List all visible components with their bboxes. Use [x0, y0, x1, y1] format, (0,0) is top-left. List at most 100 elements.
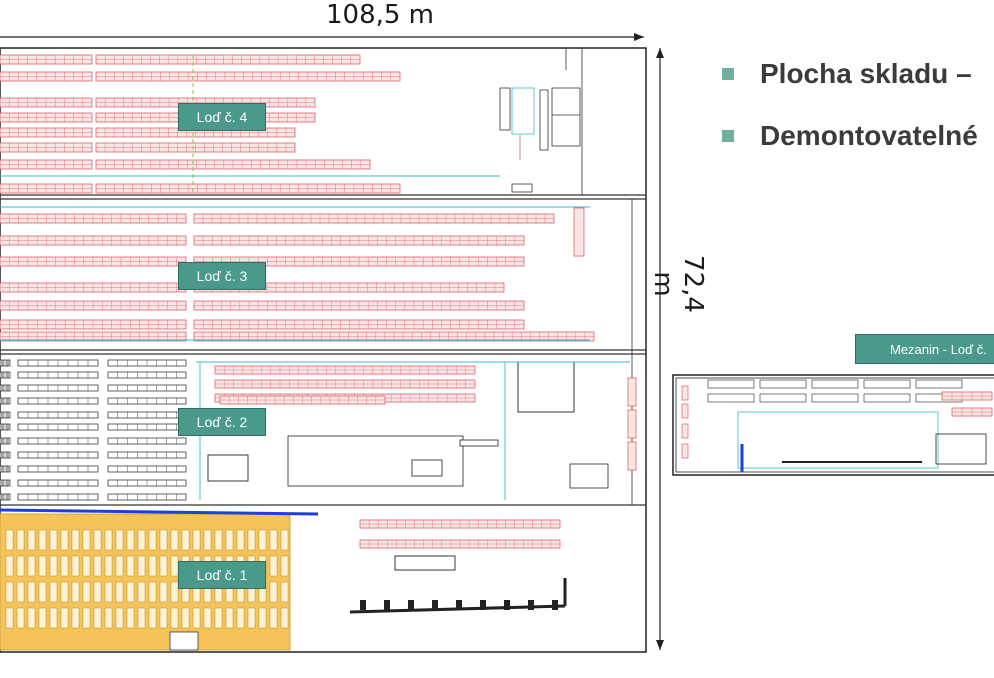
rack-cell: [192, 607, 201, 629]
rack-cell: [170, 555, 179, 577]
rack-cell: [280, 607, 289, 629]
rack-cell: [159, 529, 168, 551]
rack-cell: [93, 607, 102, 629]
hall-label-4: Loď č. 4: [178, 103, 266, 131]
rack-cell: [115, 581, 124, 603]
rack-cell: [236, 607, 245, 629]
rack-cell: [82, 581, 91, 603]
shelf-row: [811, 393, 859, 403]
rack-cell: [115, 607, 124, 629]
racks-hall-3: [0, 213, 595, 342]
rack-cell: [269, 581, 278, 603]
rack-cell: [71, 529, 80, 551]
shelf-row: [707, 393, 755, 403]
rack-cell: [269, 607, 278, 629]
rack-cell: [269, 555, 278, 577]
conveyor-station: [456, 600, 462, 610]
mezzanine-racks: [681, 379, 993, 469]
hall-1-equipment: [0, 513, 567, 651]
rack-cell: [115, 555, 124, 577]
shelf-row: [811, 379, 859, 389]
conveyor-station: [408, 600, 414, 610]
rack-cell: [225, 607, 234, 629]
conveyor-station: [360, 600, 366, 610]
shelf-row: [707, 379, 755, 389]
rack-cell: [38, 555, 47, 577]
hall-label-1: Loď č. 1: [178, 561, 266, 589]
rack-cell: [269, 529, 278, 551]
rack-cell: [49, 529, 58, 551]
rack-cell: [181, 607, 190, 629]
shelf-row: [759, 379, 807, 389]
rack-cell: [27, 581, 36, 603]
rack-cell: [126, 581, 135, 603]
rack-cell: [5, 555, 14, 577]
rack-cell: [16, 555, 25, 577]
rack-cell: [137, 581, 146, 603]
rack-cell: [214, 607, 223, 629]
rack-cell: [170, 607, 179, 629]
rack-cell: [192, 529, 201, 551]
rack-cell: [258, 607, 267, 629]
rack-cell: [247, 607, 256, 629]
rack-cell: [170, 529, 179, 551]
rack-cell: [126, 555, 135, 577]
rack-cell: [148, 581, 157, 603]
rack-cell: [93, 555, 102, 577]
legend-text: Plocha skladu –: [760, 58, 972, 89]
rack-cell: [49, 581, 58, 603]
shelf-row: [863, 379, 911, 389]
rack-cell: [280, 581, 289, 603]
rack-cell: [60, 607, 69, 629]
workstation: [394, 555, 456, 571]
rack-cell: [49, 607, 58, 629]
bullet-square-icon: [722, 130, 734, 142]
rack-cell: [27, 607, 36, 629]
rack-cell: [225, 529, 234, 551]
rack-cell: [38, 581, 47, 603]
conveyor-station: [432, 600, 438, 610]
rack-cell: [60, 529, 69, 551]
rack-cell: [104, 607, 113, 629]
rack-cell: [280, 529, 289, 551]
rack-cell: [181, 529, 190, 551]
mezzanine-label: Mezanin - Loď č.: [855, 334, 994, 364]
shelf-row: [863, 393, 911, 403]
rack-cell: [159, 607, 168, 629]
rack-cell: [16, 607, 25, 629]
rack-cell: [137, 607, 146, 629]
hall-2-equipment: [0, 207, 637, 501]
rack-cell: [38, 607, 47, 629]
rack-cell: [93, 529, 102, 551]
rack-cell: [71, 607, 80, 629]
rack-cell: [126, 529, 135, 551]
rack-row: [681, 403, 689, 419]
equipment-block: [207, 454, 249, 482]
conveyor-station: [528, 600, 534, 610]
pallet-stack: [569, 463, 609, 489]
rack-cell: [115, 529, 124, 551]
rack-cell: [71, 581, 80, 603]
rack-row: [681, 385, 689, 401]
rack-cell: [159, 555, 168, 577]
height-arrow-bottom: [656, 640, 664, 650]
rack-cell: [27, 529, 36, 551]
rack-cell: [137, 529, 146, 551]
rack-cell: [126, 607, 135, 629]
rack-cell: [82, 607, 91, 629]
rack-cell: [148, 529, 157, 551]
rack-cell: [5, 607, 14, 629]
mezzanine-zone: [737, 411, 939, 469]
rack-cell: [104, 529, 113, 551]
rack-cell: [203, 607, 212, 629]
shelf-row: [759, 393, 807, 403]
rack-cell: [60, 581, 69, 603]
rack-cell: [170, 581, 179, 603]
conveyor-station: [552, 600, 558, 610]
rack-cell: [137, 555, 146, 577]
rack-cell: [236, 529, 245, 551]
conveyor-station: [480, 600, 486, 610]
rack-cell: [16, 529, 25, 551]
hall-label-3: Loď č. 3: [178, 262, 266, 290]
shelf-row: [915, 379, 963, 389]
